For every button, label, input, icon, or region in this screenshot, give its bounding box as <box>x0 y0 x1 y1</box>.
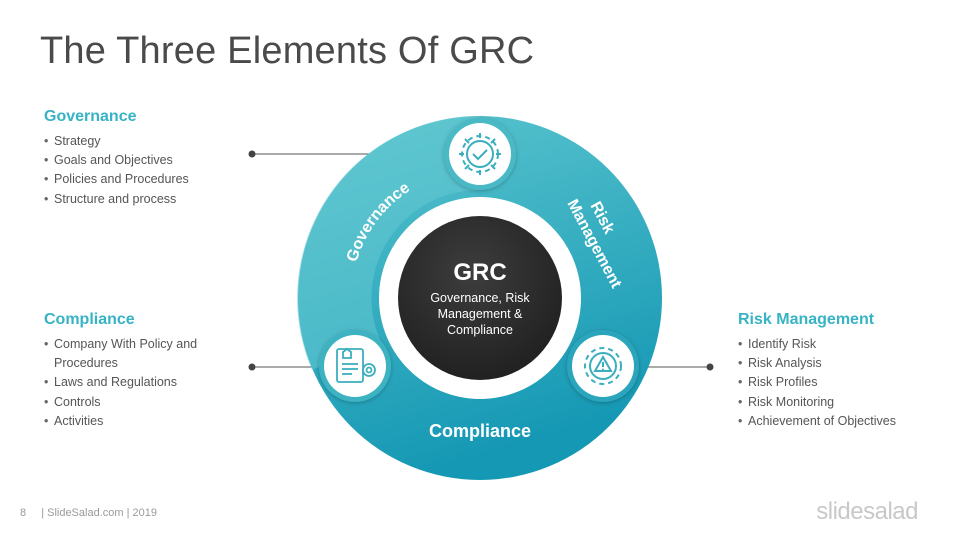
center-line-2: Management & <box>438 307 523 321</box>
connector-risk <box>638 363 714 371</box>
list-item-continuation: Procedures <box>54 356 118 371</box>
footer-text: | SlideSalad.com | 2019 <box>41 507 157 519</box>
compliance-block: Compliance Company With Policy and Proce… <box>44 311 214 431</box>
risk-management-block: Risk Management Identify Risk Risk Analy… <box>738 311 938 431</box>
page-title: The Three Elements Of GRC <box>40 30 535 72</box>
gear-warning-icon <box>567 330 639 402</box>
governance-block: Governance Strategy Goals and Objectives… <box>44 108 244 209</box>
list-item: Structure and process <box>44 190 244 209</box>
list-item: Activities <box>44 412 214 431</box>
gear-check-icon <box>444 118 516 190</box>
center-line-1: Governance, Risk <box>430 291 530 305</box>
compliance-heading: Compliance <box>44 311 135 328</box>
governance-list: Strategy Goals and Objectives Policies a… <box>44 132 244 209</box>
ring-segment-governance <box>297 115 480 371</box>
list-item: Achievement of Objectives <box>738 412 938 431</box>
connector-compliance <box>248 363 322 371</box>
list-item: Laws and Regulations <box>44 373 214 392</box>
list-item: Company With Policy and <box>44 335 214 354</box>
ring-label-compliance: Compliance <box>429 421 531 441</box>
list-item: Goals and Objectives <box>44 151 244 170</box>
page-number: 8 <box>20 507 27 519</box>
brand-logo: slidesalad <box>816 498 918 525</box>
governance-heading: Governance <box>44 108 137 125</box>
list-item: Risk Monitoring <box>738 393 938 412</box>
document-seal-icon <box>319 330 391 402</box>
risk-management-list: Identify Risk Risk Analysis Risk Profile… <box>738 335 938 431</box>
center-circle <box>398 216 562 380</box>
compliance-list: Company With Policy and Procedures Laws … <box>44 335 214 431</box>
footer: 8 | SlideSalad.com | 2019 <box>20 507 157 519</box>
risk-management-heading: Risk Management <box>738 311 875 328</box>
list-item: Strategy <box>44 132 244 151</box>
list-item: Policies and Procedures <box>44 170 244 189</box>
center-heading: GRC <box>453 259 506 286</box>
list-item: Risk Analysis <box>738 354 938 373</box>
list-item: Risk Profiles <box>738 373 938 392</box>
list-item: Identify Risk <box>738 335 938 354</box>
center-line-3: Compliance <box>447 323 513 337</box>
list-item: Controls <box>44 393 214 412</box>
